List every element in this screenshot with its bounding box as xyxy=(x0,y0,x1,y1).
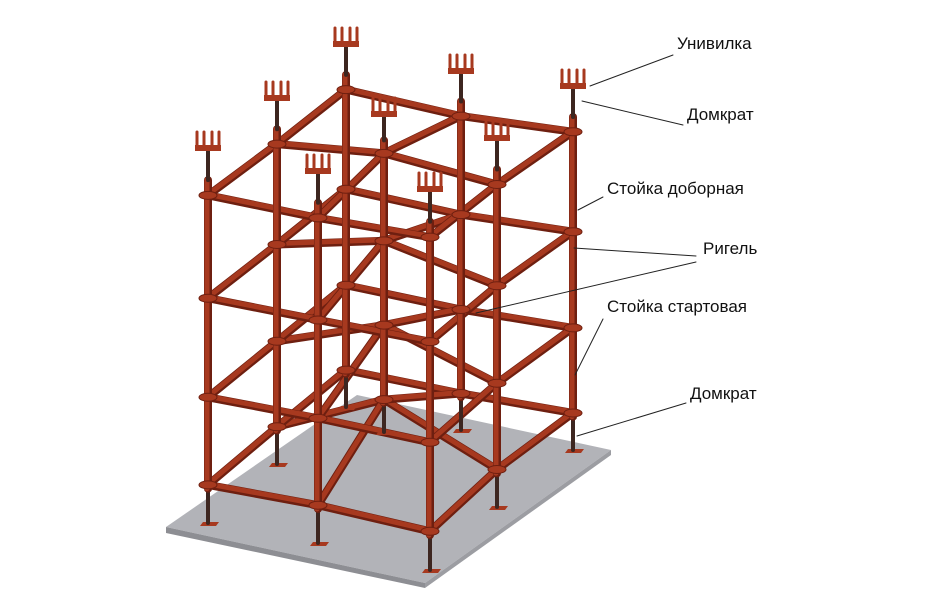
leader-line xyxy=(581,100,684,126)
u-head-plate xyxy=(371,111,397,117)
ledger-beam-face xyxy=(343,86,464,118)
rosette-node xyxy=(420,526,440,536)
ledger-beam-face xyxy=(381,306,464,327)
rosette-node xyxy=(420,337,440,347)
ledger-beam-face xyxy=(343,366,464,395)
u-head-plate xyxy=(417,186,443,192)
rosette-node xyxy=(198,293,218,303)
rosette-node xyxy=(267,422,287,432)
ledger-beam-face xyxy=(494,409,576,471)
ledger-beam-face xyxy=(274,396,387,429)
ledger-beam-face xyxy=(315,501,433,533)
u-head-plate xyxy=(448,68,474,74)
label-domkrat-bottom: Домкрат xyxy=(690,384,757,403)
rosette-node xyxy=(308,315,328,325)
ledger-beam-face xyxy=(381,237,500,288)
leader-line xyxy=(576,402,687,437)
rosette-node xyxy=(420,437,440,447)
rosette-node xyxy=(336,365,356,375)
label-domkrat-top: Домкрат xyxy=(687,105,754,124)
label-rigel: Ригель xyxy=(703,239,758,258)
leader-line xyxy=(574,318,604,376)
rosette-node xyxy=(487,281,507,291)
u-head-plate xyxy=(484,135,510,141)
ledger-beam-face xyxy=(274,140,387,155)
rosette-node xyxy=(563,323,583,333)
rosette-node xyxy=(336,85,356,95)
ledger-beam-face xyxy=(205,337,280,399)
rosette-node xyxy=(420,232,440,242)
ledger-beam-face xyxy=(315,237,387,322)
ledger-beam-face xyxy=(205,481,321,507)
ledger-beam-face xyxy=(343,185,464,217)
rosette-node xyxy=(198,190,218,200)
rosette-node xyxy=(374,320,394,330)
u-head-plate xyxy=(333,41,359,47)
rosette-node xyxy=(267,336,287,346)
ledger-beam-face xyxy=(458,306,576,330)
ledger-beam-face xyxy=(343,281,464,312)
rosette-node xyxy=(451,210,471,220)
scaffold-structure xyxy=(195,26,586,573)
ledger-beam-face xyxy=(274,281,349,343)
rosette-node xyxy=(336,280,356,290)
rosette-node xyxy=(374,395,394,405)
rosette-node xyxy=(336,184,356,194)
rosette-node xyxy=(487,465,507,474)
rosette-node xyxy=(374,148,394,158)
rosette-node xyxy=(198,392,218,402)
rosette-node xyxy=(563,127,583,137)
rosette-node xyxy=(451,389,471,398)
rosette-node xyxy=(451,111,471,121)
rosette-node xyxy=(563,227,583,237)
u-head-plate xyxy=(264,95,290,101)
rosette-node xyxy=(308,413,328,423)
rosette-node xyxy=(487,180,507,189)
leader-line xyxy=(475,261,697,314)
leader-line xyxy=(573,247,697,257)
ledger-beam-face xyxy=(427,379,500,444)
ledger-beam-face xyxy=(205,191,321,220)
label-univilka: Унивилка xyxy=(677,34,752,53)
rosette-node xyxy=(308,213,328,223)
u-head-plate xyxy=(305,168,331,174)
ledger-beam-face xyxy=(315,149,387,220)
ledger-beam-face xyxy=(315,396,387,507)
leader-line xyxy=(577,196,604,211)
rosette-node xyxy=(267,139,287,149)
label-stoyka-dobornaya: Стойка доборная xyxy=(607,179,744,198)
ledger-beam-face xyxy=(274,237,387,247)
ledger-beam-face xyxy=(381,149,500,186)
rosette-node xyxy=(374,236,394,246)
ledger-beam-face xyxy=(315,214,433,239)
ledger-beam-face xyxy=(458,211,576,234)
u-head-plate xyxy=(195,145,221,151)
rosette-node xyxy=(563,408,583,418)
u-head-plate xyxy=(560,83,586,89)
rosette-node xyxy=(198,480,218,490)
ledger-beam-face xyxy=(205,294,321,322)
leader-lines xyxy=(475,54,697,437)
label-stoyka-startovaya: Стойка стартовая xyxy=(607,297,747,316)
ledger-beam-face xyxy=(381,390,464,402)
rosette-node xyxy=(451,305,471,315)
ledger-beam-face xyxy=(274,86,349,146)
ledger-beam-face xyxy=(205,140,280,197)
rosette-node xyxy=(308,500,328,510)
ledger-beam-face xyxy=(494,128,576,186)
ledger-beam-face xyxy=(381,112,464,155)
ledger-beam-face xyxy=(315,414,433,444)
rosette-node xyxy=(487,378,507,388)
ledger-beam-face xyxy=(205,393,321,420)
leader-line xyxy=(589,54,674,87)
ledger-beam-face xyxy=(427,466,500,533)
ledger-beam-face xyxy=(205,423,280,487)
ledger-beam-face xyxy=(494,324,576,385)
ledger-beam-face xyxy=(315,316,433,344)
ledger-beam-face xyxy=(205,241,280,300)
ledger-beam-face xyxy=(494,228,576,288)
rosette-node xyxy=(267,240,287,250)
ledger-beam-face xyxy=(458,112,576,134)
